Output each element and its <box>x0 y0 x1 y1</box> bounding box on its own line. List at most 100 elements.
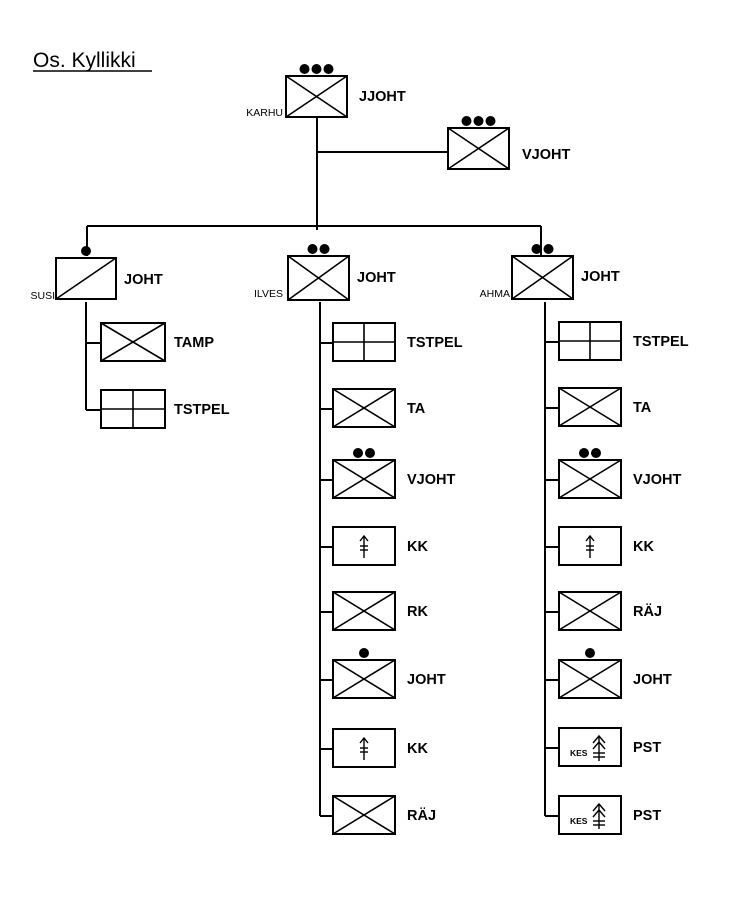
cross-line-icon <box>447 127 510 170</box>
echelon-dot-icon <box>591 448 601 458</box>
symbol-frame <box>558 795 622 835</box>
cross-line-icon <box>287 255 350 301</box>
unit-label: VJOHT <box>407 472 455 488</box>
diagonal-line-icon <box>55 257 117 300</box>
unit-label: RÄJ <box>633 603 662 620</box>
unit-node: TAMP <box>100 322 214 362</box>
cross-line-icon <box>558 387 622 427</box>
antitank-icon <box>592 802 606 829</box>
echelon-dot-icon <box>365 448 375 458</box>
unit-label: RÄJ <box>407 807 436 824</box>
symbol-frame <box>558 526 622 566</box>
at-tip <box>592 734 606 744</box>
unit-label: TA <box>407 401 426 417</box>
unit-node: KES PST <box>558 727 661 767</box>
unit-node: JJOHT KARHU <box>246 64 406 119</box>
unit-label: JJOHT <box>359 89 406 105</box>
chart-title: Os. Kyllikki <box>33 49 136 72</box>
unit-node: JOHT AHMA <box>480 244 620 300</box>
unit-label: JOHT <box>633 672 672 688</box>
echelon-dot-icon <box>531 244 542 254</box>
unit-node: TSTPEL <box>558 321 689 361</box>
unit-label: TSTPEL <box>633 334 689 350</box>
cross-line-icon <box>332 591 396 631</box>
unit-node: KK <box>332 526 428 566</box>
unit-node: TA <box>332 388 426 428</box>
unit-label: TAMP <box>174 335 214 351</box>
unit-node: JOHT <box>558 648 672 699</box>
unit-label: JOHT <box>407 672 446 688</box>
symbol-frame <box>558 727 622 767</box>
unit-node: KK <box>558 526 654 566</box>
unit-label: TA <box>633 400 652 416</box>
cross-line-icon <box>558 591 622 631</box>
unit-node: VJOHT <box>558 448 681 499</box>
cross-line-icon <box>100 322 166 362</box>
unit-label: VJOHT <box>522 147 570 163</box>
echelon-dot-icon <box>473 116 484 126</box>
unit-label: TSTPEL <box>407 335 463 351</box>
at-tip <box>592 802 606 812</box>
cross-line-icon <box>285 75 348 118</box>
cross-line-icon <box>558 459 622 499</box>
unit-node: VJOHT <box>447 116 570 170</box>
unit-label: JOHT <box>581 269 620 285</box>
echelon-dot-icon <box>323 64 334 74</box>
connector-lines <box>85 117 559 817</box>
echelon-dot-icon <box>359 648 369 658</box>
gun-tip <box>359 736 369 744</box>
callsign-label: KARHU <box>246 107 283 119</box>
unit-node: RÄJ <box>332 795 436 835</box>
gun-tip <box>359 534 369 542</box>
unit-label: PST <box>633 740 661 756</box>
cross-line-icon <box>332 388 396 428</box>
unit-node: TA <box>558 387 652 427</box>
unit-node: KK <box>332 728 428 768</box>
echelon-dot-icon <box>461 116 472 126</box>
at-tip <box>592 808 606 818</box>
unit-label: JOHT <box>124 272 163 288</box>
unit-label: JOHT <box>357 270 396 286</box>
unit-nodes: JJOHT KARHU VJOHT JOHT SUSI JOHT ILVES JOHT AHMA… <box>30 64 689 835</box>
echelon-dot-icon <box>579 448 589 458</box>
machine-gun-icon <box>585 534 595 558</box>
unit-node: KES PST <box>558 795 661 835</box>
cross-line-icon <box>511 255 574 300</box>
cross-line-icon <box>558 659 622 699</box>
unit-node: JOHT ILVES <box>254 244 396 301</box>
cross-line-icon <box>332 659 396 699</box>
unit-label: KK <box>407 741 428 757</box>
unit-label: KK <box>407 539 428 555</box>
cross-line-icon <box>332 459 396 499</box>
marker-label: KES <box>570 816 588 826</box>
unit-node: VJOHT <box>332 448 455 499</box>
unit-node: TSTPEL <box>332 322 463 362</box>
callsign-label: AHMA <box>480 288 510 300</box>
unit-node: RK <box>332 591 428 631</box>
echelon-dot-icon <box>319 244 330 254</box>
echelon-dot-icon <box>81 246 91 256</box>
unit-node: JOHT <box>332 648 446 699</box>
echelon-dot-icon <box>307 244 318 254</box>
at-tip <box>592 740 606 750</box>
machine-gun-icon <box>359 534 369 558</box>
unit-label: VJOHT <box>633 472 681 488</box>
marker-label: KES <box>570 748 588 758</box>
echelon-dot-icon <box>311 64 322 74</box>
antitank-icon <box>592 734 606 761</box>
unit-label: PST <box>633 808 661 824</box>
unit-label: TSTPEL <box>174 402 230 418</box>
echelon-dot-icon <box>353 448 363 458</box>
callsign-label: ILVES <box>254 288 283 300</box>
cross-line-icon <box>332 795 396 835</box>
echelon-dot-icon <box>543 244 554 254</box>
callsign-label: SUSI <box>30 290 55 302</box>
echelon-dot-icon <box>299 64 310 74</box>
gun-tip <box>585 534 595 542</box>
unit-node: RÄJ <box>558 591 662 631</box>
machine-gun-icon <box>359 736 369 760</box>
unit-label: RK <box>407 604 428 620</box>
unit-label: KK <box>633 539 654 555</box>
echelon-dot-icon <box>485 116 496 126</box>
